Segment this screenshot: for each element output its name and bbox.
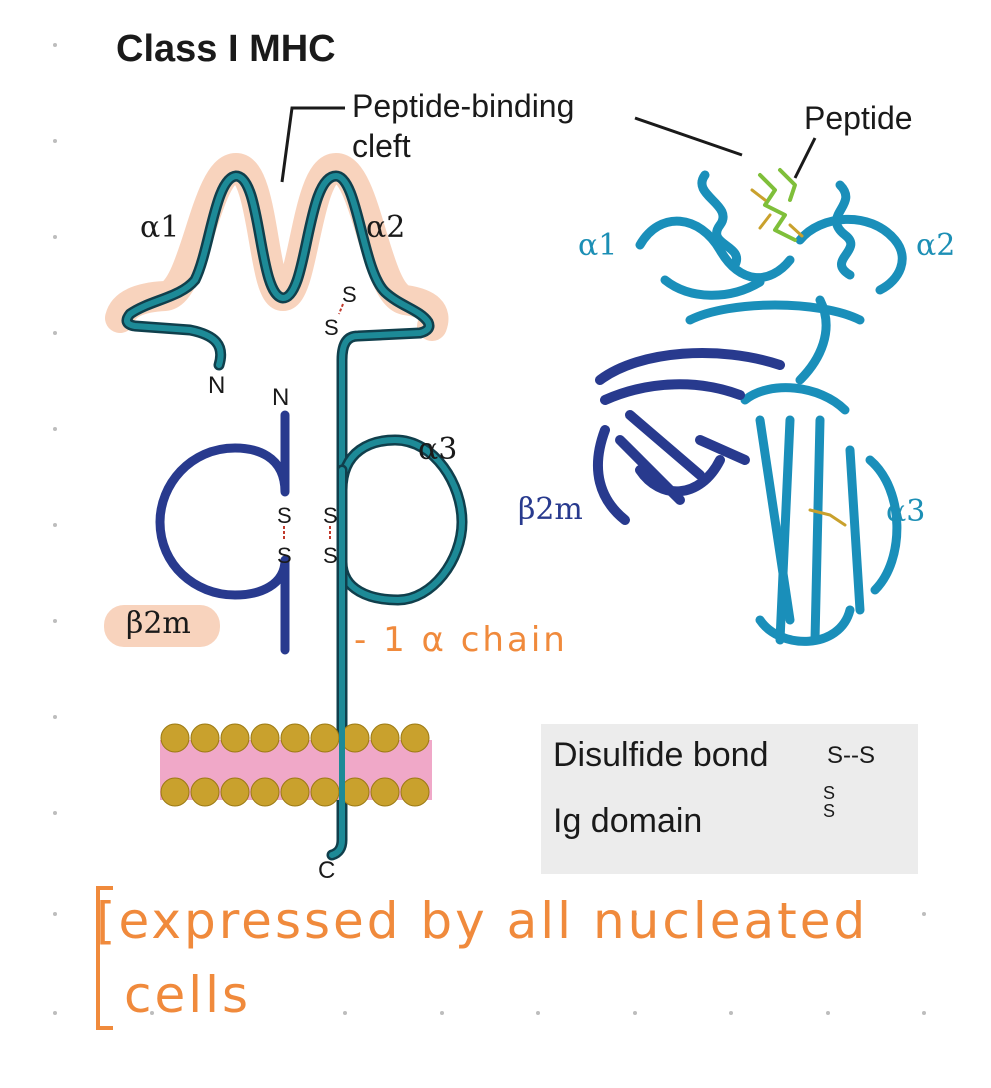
label-peptide: Peptide — [804, 100, 913, 136]
structure-label-b2m: β2m — [518, 492, 583, 527]
legend-disulfide-symbol: S--S — [827, 742, 875, 769]
svg-text:S: S — [323, 543, 338, 568]
annotation-expressed-line2: cells — [124, 966, 252, 1024]
svg-text:S: S — [324, 315, 339, 340]
label-c-terminus: C — [318, 857, 336, 884]
label-n-terminus-alpha: N — [208, 372, 226, 399]
b2m-domain — [155, 410, 290, 655]
legend-ig-label: Ig domain — [553, 802, 703, 840]
legend-ig-symbol: S S — [823, 783, 836, 821]
legend-disulfide-label: Disulfide bond — [553, 736, 769, 774]
structure-label-alpha3: α3 — [886, 494, 926, 529]
handwritten-bracket — [96, 886, 113, 1030]
annotation-expressed-line1: [expressed by all nucleated — [96, 892, 869, 950]
peptide-leader-line — [793, 137, 817, 179]
b2m-label-highlight — [104, 605, 220, 647]
label-cleft: cleft — [352, 128, 411, 164]
cleft-leader-line — [280, 106, 345, 183]
structure-label-alpha1: α1 — [578, 228, 618, 263]
svg-text:S: S — [342, 282, 357, 307]
label-peptide-binding: Peptide-binding — [352, 88, 575, 124]
label-alpha3: α3 — [418, 432, 458, 467]
structure-label-alpha2: α2 — [916, 228, 956, 263]
protein-structure-illustration — [593, 168, 907, 646]
notebook-dot-grid — [53, 43, 926, 1015]
svg-text:S: S — [323, 503, 338, 528]
legend-box: Disulfide bond S--S Ig domain S S — [541, 724, 918, 874]
cell-membrane — [160, 723, 432, 807]
svg-text:S: S — [277, 543, 292, 568]
svg-text:S: S — [277, 503, 292, 528]
label-alpha2: α2 — [366, 210, 406, 245]
annotation-alpha-chain: - 1 α chain — [354, 620, 568, 660]
label-n-terminus-beta: N — [272, 384, 290, 411]
peptide-cleft-leader-line — [634, 116, 743, 157]
label-b2m: β2m — [126, 606, 191, 641]
label-alpha1: α1 — [140, 210, 180, 245]
disulfide-bonds: S S S S S S — [277, 282, 357, 568]
diagram-title: Class I MHC — [116, 28, 336, 70]
